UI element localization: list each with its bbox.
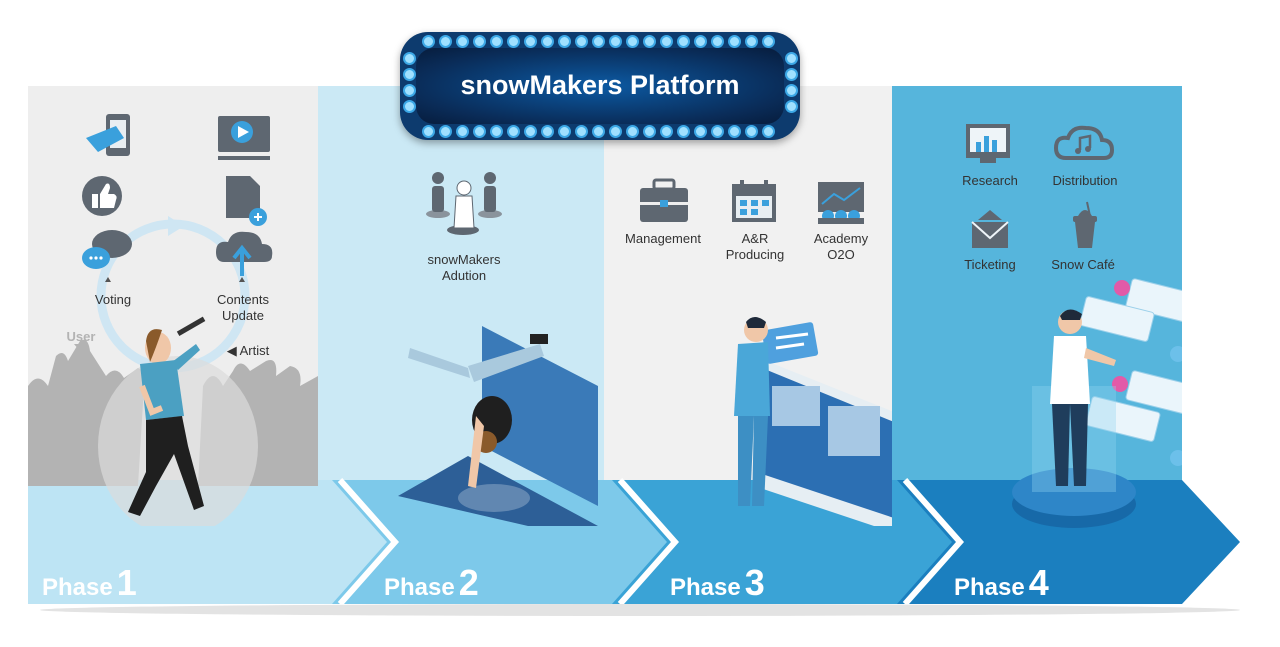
marquee-bulb bbox=[456, 125, 469, 138]
chat-bubble-icon bbox=[82, 230, 132, 269]
marquee-bulb bbox=[785, 84, 798, 97]
marquee-bulb bbox=[745, 125, 758, 138]
marquee-bulb bbox=[403, 84, 416, 97]
marquee-bulb bbox=[677, 125, 690, 138]
marquee-bulb bbox=[592, 125, 605, 138]
marquee-bulb bbox=[643, 35, 656, 48]
phase1-illustration bbox=[28, 114, 318, 526]
marquee-bulb bbox=[490, 35, 503, 48]
audition-people-icon bbox=[426, 172, 502, 235]
dancer-figure bbox=[408, 334, 548, 488]
user-label: User bbox=[66, 329, 96, 344]
singer-figure bbox=[98, 316, 258, 526]
marquee-bulb bbox=[541, 125, 554, 138]
marquee-bulb bbox=[711, 35, 724, 48]
marquee-bulb bbox=[524, 125, 537, 138]
phase2-illustration bbox=[398, 172, 598, 526]
title-marquee-inner: snowMakers Platform bbox=[416, 48, 784, 124]
marquee-bulb bbox=[558, 35, 571, 48]
marquee-bulb bbox=[473, 35, 486, 48]
marquee-bulb bbox=[762, 35, 775, 48]
marquee-bulb bbox=[660, 125, 673, 138]
stage-backdrop bbox=[482, 326, 598, 506]
marquee-bulb bbox=[643, 125, 656, 138]
marquee-bulb bbox=[728, 35, 741, 48]
marquee-bulb bbox=[728, 125, 741, 138]
phase4-arrow bbox=[897, 480, 1240, 604]
marquee-bulb bbox=[592, 35, 605, 48]
phase1-arrow bbox=[28, 480, 395, 604]
distribution-label: Distribution bbox=[1052, 173, 1118, 188]
marquee-bulb bbox=[694, 35, 707, 48]
video-player-icon bbox=[218, 116, 270, 160]
calendar-icon bbox=[732, 180, 776, 222]
chat-cards bbox=[1079, 278, 1182, 466]
marquee-bulb bbox=[609, 125, 622, 138]
marquee-bulb bbox=[422, 125, 435, 138]
marquee-bulb bbox=[694, 125, 707, 138]
marquee-bulb bbox=[403, 100, 416, 113]
marquee-bulb bbox=[677, 35, 690, 48]
page-title: snowMakers Platform bbox=[460, 70, 740, 100]
marquee-bulb bbox=[785, 68, 798, 81]
marquee-bulb bbox=[558, 125, 571, 138]
title-marquee: snowMakers Platform bbox=[400, 32, 800, 140]
voting-label: Voting bbox=[94, 292, 132, 307]
chart-monitor-icon bbox=[966, 124, 1010, 163]
classroom-icon bbox=[818, 182, 864, 224]
snow-cafe-label: Snow Café bbox=[1051, 257, 1115, 272]
phase-arrow-band bbox=[28, 478, 1240, 616]
marquee-bulb bbox=[660, 35, 673, 48]
marquee-bulb bbox=[711, 125, 724, 138]
marquee-bulb bbox=[626, 35, 639, 48]
presenter-figure bbox=[1050, 309, 1116, 486]
touch-phone-icon bbox=[86, 114, 130, 156]
marquee-bulb bbox=[524, 35, 537, 48]
phase3-illustration bbox=[640, 178, 892, 526]
management-label: Management bbox=[625, 231, 701, 246]
artist-label: ◀ Artist bbox=[226, 343, 270, 358]
marquee-bulb bbox=[745, 35, 758, 48]
marquee-bulb bbox=[575, 125, 588, 138]
stage-floor bbox=[398, 456, 598, 526]
marquee-bulb bbox=[403, 52, 416, 65]
marquee-bulb bbox=[762, 125, 775, 138]
phase2-arrow bbox=[332, 480, 675, 604]
add-document-icon bbox=[226, 176, 267, 226]
marquee-bulb bbox=[422, 35, 435, 48]
marquee-bulb bbox=[575, 35, 588, 48]
briefcase-icon bbox=[640, 178, 688, 222]
cloud-upload-icon bbox=[216, 231, 273, 276]
marquee-bulb bbox=[403, 68, 416, 81]
marquee-bulb bbox=[541, 35, 554, 48]
screen-board bbox=[754, 322, 892, 526]
marquee-bulb bbox=[507, 125, 520, 138]
marquee-bulb bbox=[507, 35, 520, 48]
marquee-bulb bbox=[785, 100, 798, 113]
cloud-music-icon bbox=[1053, 125, 1115, 160]
marquee-bulb bbox=[626, 125, 639, 138]
marquee-bulb bbox=[439, 35, 452, 48]
coffee-cup-icon bbox=[1073, 201, 1097, 248]
marquee-bulb bbox=[490, 125, 503, 138]
research-label: Research bbox=[962, 173, 1018, 188]
worker-figure bbox=[734, 317, 770, 506]
marquee-bulb bbox=[609, 35, 622, 48]
thumbs-up-icon bbox=[82, 176, 122, 216]
marquee-bulb bbox=[456, 35, 469, 48]
marquee-bulb bbox=[439, 125, 452, 138]
ticketing-label: Ticketing bbox=[964, 257, 1016, 272]
phase4-illustration bbox=[966, 124, 1182, 528]
marquee-bulb bbox=[473, 125, 486, 138]
marquee-bulb bbox=[785, 52, 798, 65]
envelope-icon bbox=[971, 210, 1009, 248]
